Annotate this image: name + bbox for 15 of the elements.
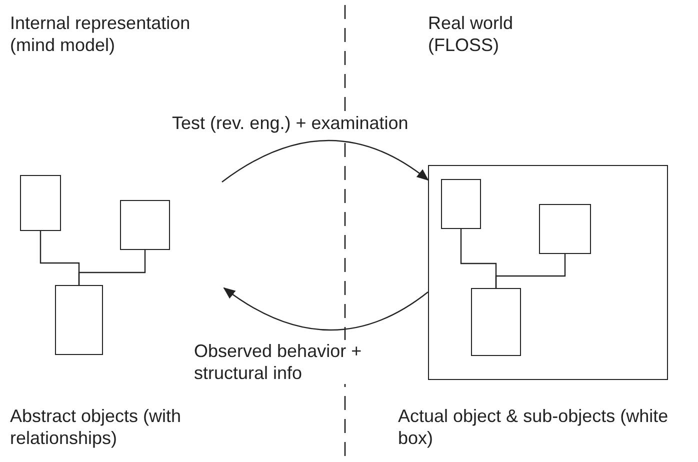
sub-object-box xyxy=(539,204,591,254)
object-caption: Actual object & sub-objects (white box) xyxy=(398,405,670,449)
object-box xyxy=(120,200,170,250)
connector-line xyxy=(495,254,566,288)
object-box xyxy=(20,175,61,231)
sub-object-box xyxy=(471,288,521,356)
column-heading: Real world (FLOSS) xyxy=(428,12,514,56)
curved-arrow xyxy=(223,287,428,331)
object-box xyxy=(55,285,103,355)
object-frame xyxy=(428,165,668,380)
curved-arrow xyxy=(222,140,429,182)
group-caption: Abstract objects (with relationships) xyxy=(10,405,182,449)
connector-line xyxy=(78,250,146,285)
column-heading: Internal representation (mind model) xyxy=(10,12,192,56)
sub-object-box xyxy=(441,179,481,229)
